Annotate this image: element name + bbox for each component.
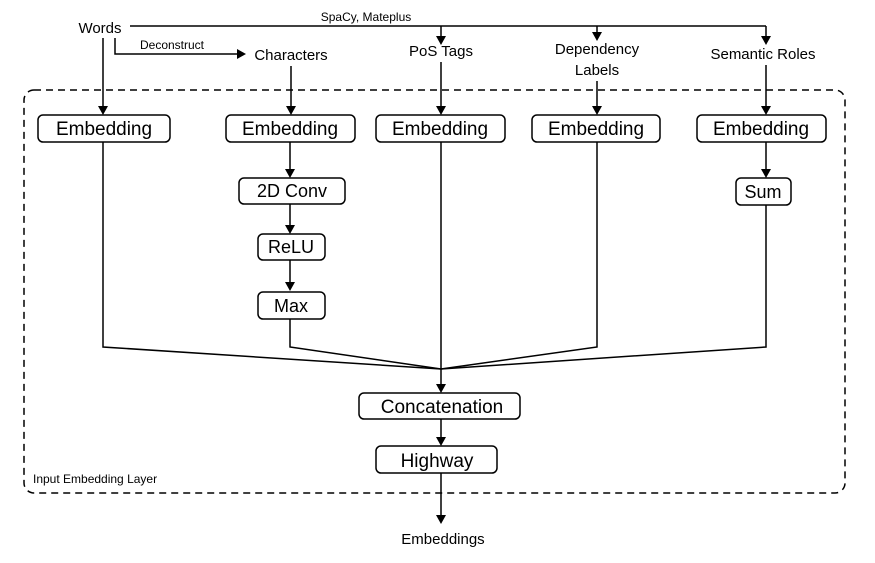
relu-box <box>257 233 326 261</box>
dependency-branch-arrowhead <box>592 32 602 41</box>
concat-to-highway-arrowhead <box>436 437 446 446</box>
dependency-to-embedding-arrowhead <box>592 106 602 115</box>
sum-box <box>735 177 792 206</box>
characters-to-embedding-arrowhead <box>286 106 296 115</box>
merge-to-concat-arrowhead <box>436 384 446 393</box>
semantic-branch-arrowhead <box>761 36 771 45</box>
deconstruct-label: Deconstruct <box>140 38 205 52</box>
conv2d-box <box>238 177 346 205</box>
embedding-semantic-box <box>696 114 827 143</box>
merge-dependency-line <box>440 142 598 370</box>
deconstruct-line <box>114 38 238 55</box>
embedding-dependency-box <box>531 114 661 143</box>
highway-box <box>375 445 498 474</box>
characters-label: Characters <box>254 47 327 64</box>
sum-text: Sum <box>744 182 781 202</box>
embedding-characters-text: Embedding <box>242 119 338 140</box>
merge-semantic-line <box>440 205 767 370</box>
conv2d-text: 2D Conv <box>257 181 327 201</box>
spacy-mateplus-label: SpaCy, Mateplus <box>321 10 412 24</box>
embeddings-output-label: Embeddings <box>401 531 484 548</box>
emb-to-conv-arrowhead <box>285 169 295 178</box>
input-embedding-layer-label: Input Embedding Layer <box>33 472 157 486</box>
embedding-words-box <box>37 114 171 143</box>
words-label: Words <box>78 20 121 37</box>
embedding-semantic-text: Embedding <box>713 119 809 140</box>
merge-words-line <box>102 142 442 370</box>
dependency-labels-label-line1: Dependency <box>555 41 640 58</box>
relu-text: ReLU <box>268 237 314 257</box>
embedding-pos-text: Embedding <box>392 119 488 140</box>
emb-to-sum-arrowhead <box>761 169 771 178</box>
max-box <box>257 291 326 320</box>
semantic-roles-label: Semantic Roles <box>710 46 815 63</box>
pos-to-embedding-arrowhead <box>436 106 446 115</box>
embedding-dependency-text: Embedding <box>548 119 644 140</box>
embedding-words-text: Embedding <box>56 119 152 140</box>
input-embedding-layer-container <box>23 89 846 494</box>
pos-tags-label: PoS Tags <box>409 43 473 60</box>
pos-branch-arrowhead <box>436 36 446 45</box>
deconstruct-arrowhead <box>237 49 246 59</box>
max-text: Max <box>274 296 308 316</box>
concatenation-box <box>358 392 521 420</box>
words-to-embedding-arrowhead <box>98 106 108 115</box>
concatenation-text: Concatenation <box>381 397 504 418</box>
conv-to-relu-arrowhead <box>285 225 295 234</box>
highway-text: Highway <box>401 451 474 472</box>
highway-to-output-arrowhead <box>436 515 446 524</box>
semantic-to-embedding-arrowhead <box>761 106 771 115</box>
merge-characters-line <box>289 319 442 370</box>
relu-to-max-arrowhead <box>285 282 295 291</box>
dependency-labels-label-line2: Labels <box>575 62 619 79</box>
